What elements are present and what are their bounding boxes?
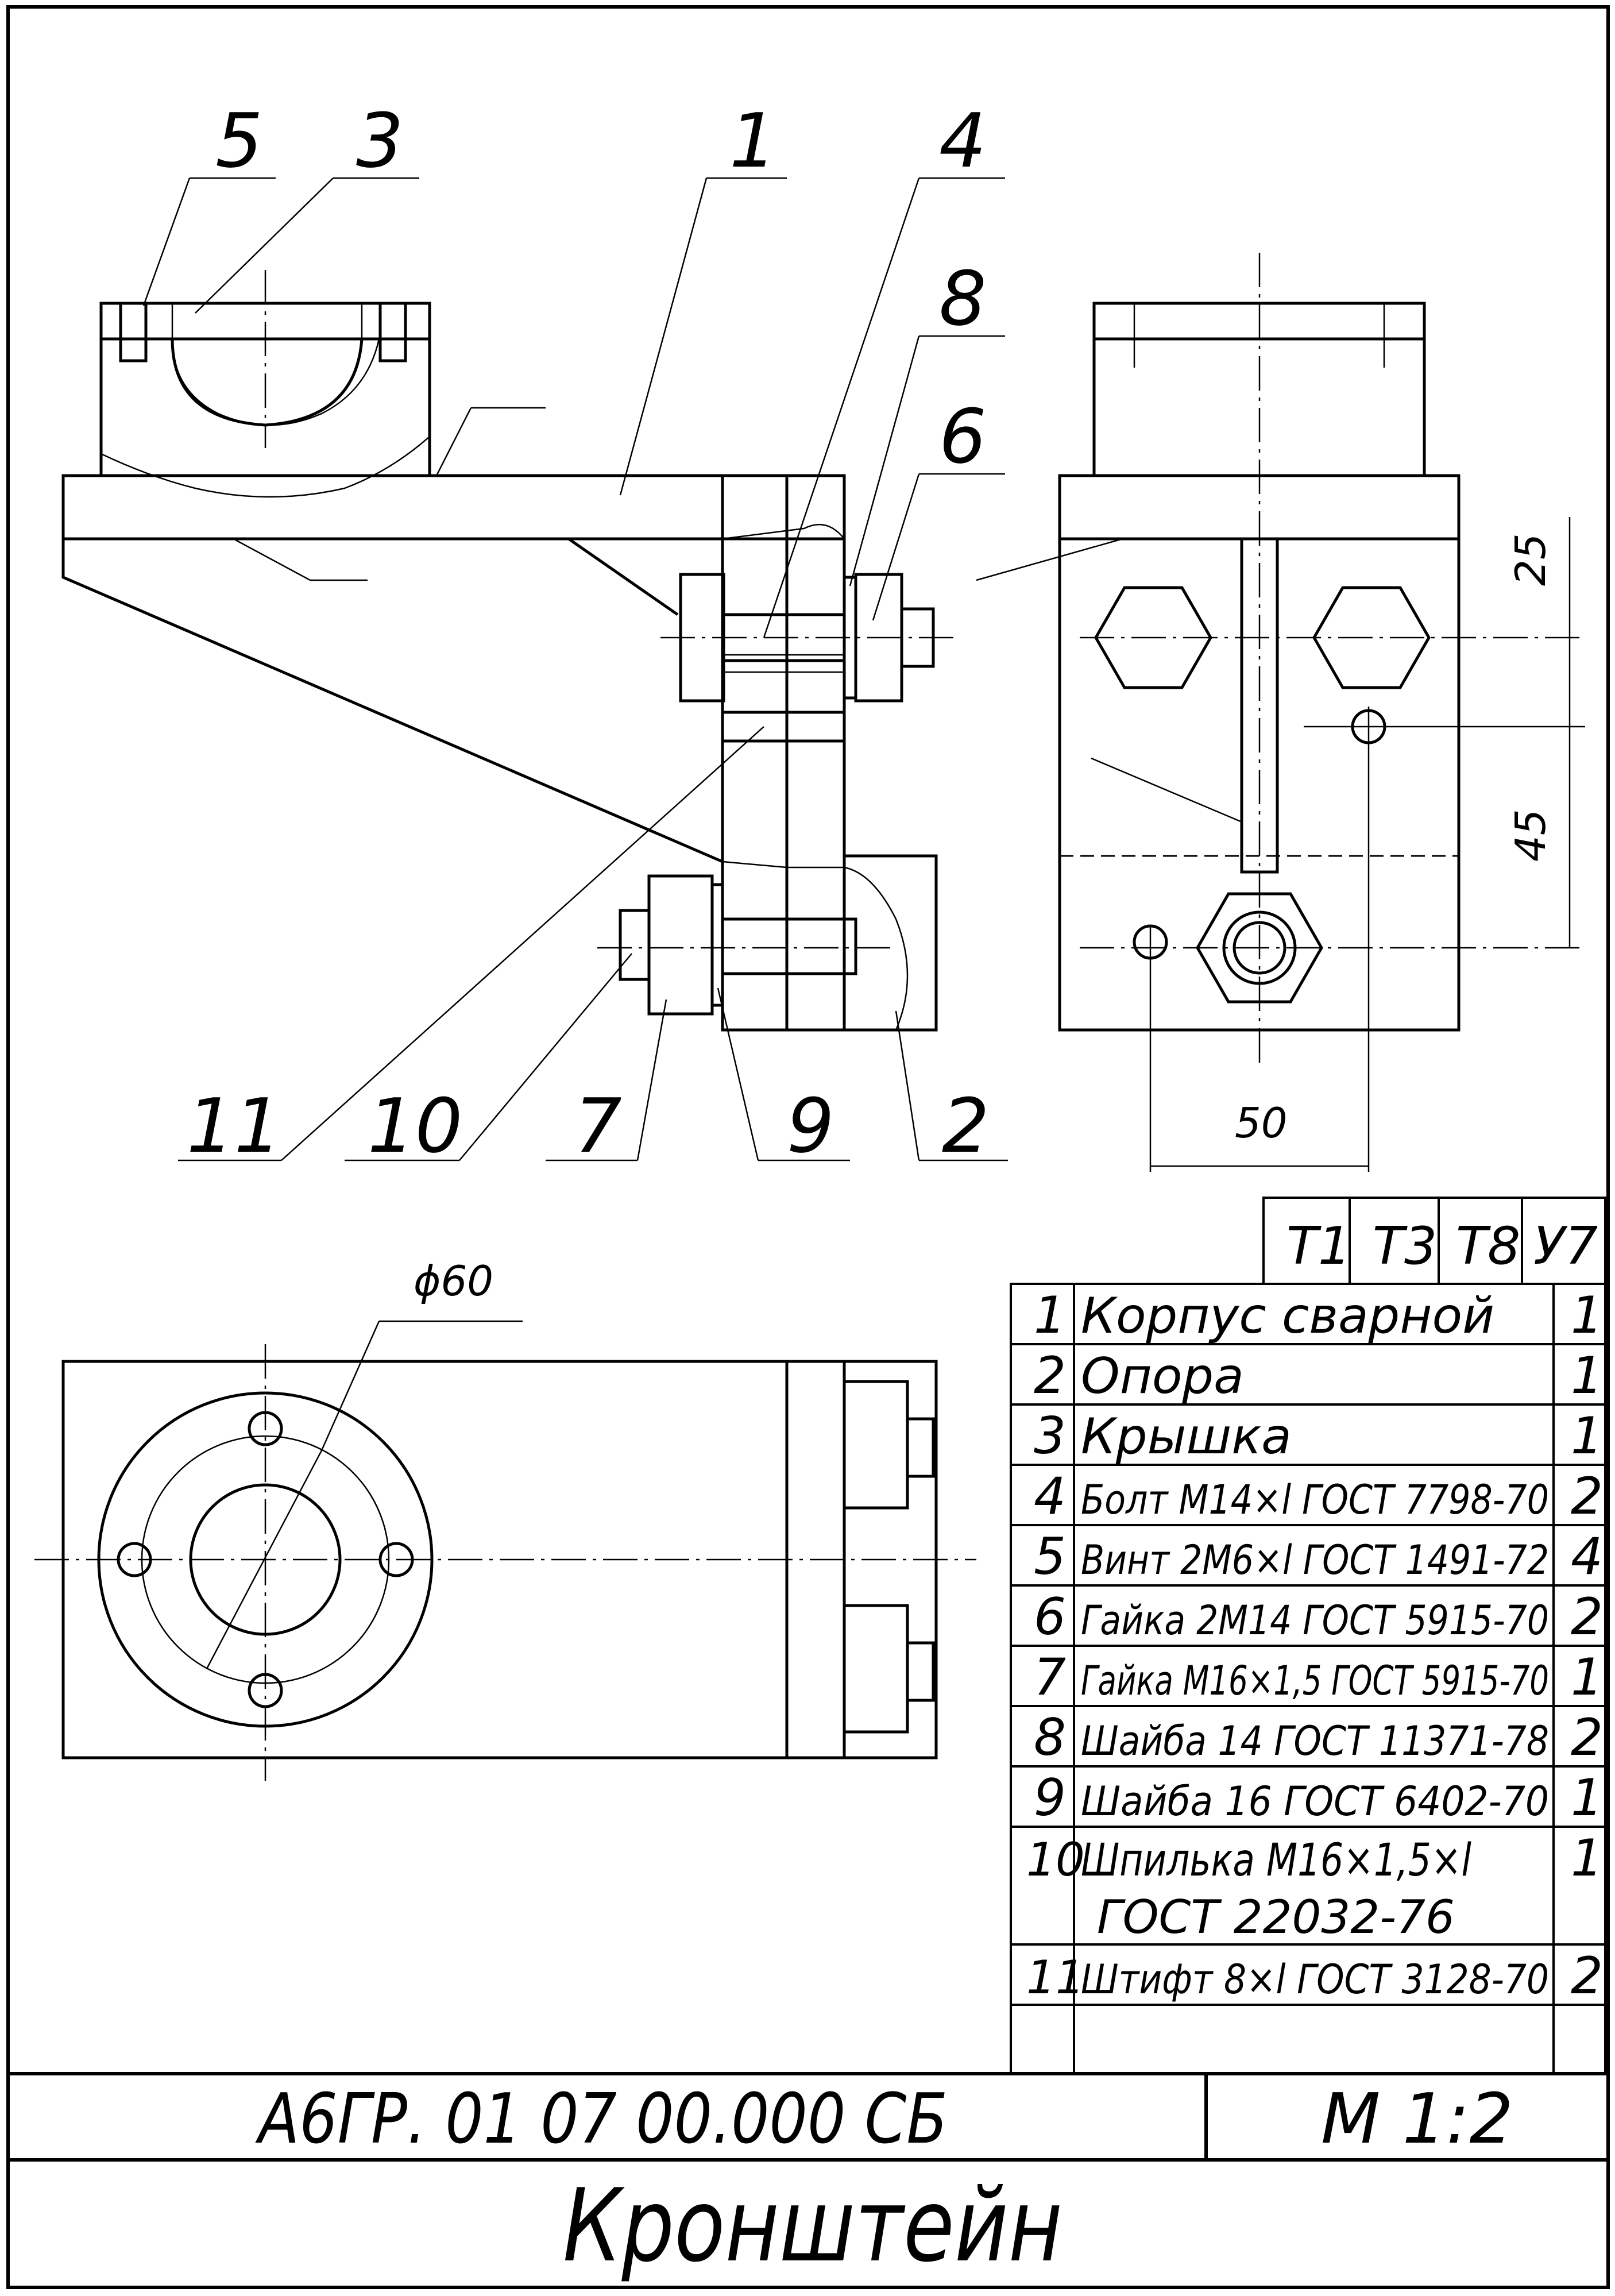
body-wall [721, 474, 846, 1032]
dim-dia60: ϕ60 [414, 1257, 493, 1305]
qty-8: 2 [1571, 1708, 1603, 1767]
pos-3: 3 [1034, 1406, 1066, 1465]
callout-1: 1 [729, 97, 777, 184]
callout-4: 4 [939, 97, 987, 184]
stud-10 [619, 909, 651, 981]
body-plate [61, 474, 846, 541]
sheet-frame [6, 5, 1610, 2289]
name-1: Корпус сварной [1081, 1287, 1494, 1345]
pos-2: 2 [1034, 1346, 1066, 1405]
nut-top-lower [843, 1604, 909, 1734]
parts-row-11: 11 Штифт 8×l ГОСТ 3128-70 2 [1026, 1946, 1603, 2005]
cover-spherical-cavity [171, 338, 364, 427]
spec-header-u7: У7 [1533, 1216, 1598, 1276]
stud-shank [721, 917, 857, 975]
qty-1: 1 [1571, 1286, 1603, 1345]
name-11: Штифт 8×l ГОСТ 3128-70 [1081, 1956, 1549, 2003]
pin-11 [721, 711, 846, 743]
callout-6: 6 [939, 393, 987, 480]
qty-7: 1 [1571, 1647, 1603, 1707]
parts-row-7: 7 Гайка М16×1,5 ГОСТ 5915-70 1 [1034, 1647, 1603, 1707]
name-3: Крышка [1081, 1408, 1292, 1465]
name-10b: ГОСТ 22032-76 [1097, 1890, 1455, 1944]
drawing-designation: А6ГР. 01 07 00.000 СБ [255, 2079, 948, 2159]
nut-hex-side [1196, 892, 1323, 1004]
parts-row-8: 8 Шайба 14 ГОСТ 11371-78 2 [1034, 1708, 1603, 1767]
parts-row-4: 4 Болт М14×l ГОСТ 7798-70 2 [1034, 1467, 1603, 1526]
pos-10: 10 [1026, 1833, 1085, 1886]
qty-10: 1 [1571, 1828, 1603, 1888]
name-10: Шпилька М16×1,5×l [1081, 1835, 1471, 1886]
spec-header-t8: Т8 [1456, 1216, 1520, 1276]
support-hatched-section [721, 860, 909, 1031]
callout-7: 7 [574, 1082, 622, 1170]
name-9: Шайба 16 ГОСТ 6402-70 [1081, 1778, 1549, 1825]
front-view [61, 270, 953, 1032]
pos-6: 6 [1034, 1587, 1066, 1646]
parts-row-5: 5 Винт 2М6×l ГОСТ 1491-72 4 [1034, 1527, 1603, 1586]
callout-labels: 5 3 1 4 8 6 11 10 7 9 2 [187, 97, 990, 1170]
qty-5: 4 [1571, 1527, 1603, 1586]
pos-7: 7 [1034, 1647, 1066, 1707]
dim-50: 50 [1235, 1099, 1288, 1147]
name-6: Гайка 2М14 ГОСТ 5915-70 [1081, 1597, 1549, 1644]
callout-11: 11 [187, 1082, 281, 1170]
callout-leaders [142, 177, 1008, 1161]
pos-8: 8 [1034, 1708, 1066, 1767]
parts-row-3: 3 Крышка 1 [1034, 1406, 1603, 1465]
nut-7 [647, 874, 714, 1016]
callout-9: 9 [787, 1082, 834, 1170]
qty-2: 1 [1571, 1346, 1603, 1405]
parts-row-10-continued: ГОСТ 22032-76 [1097, 1890, 1455, 1944]
drawing-title: Кронштейн [563, 2168, 1062, 2285]
parts-row-2: 2 Опора 1 [1034, 1346, 1603, 1405]
spec-header-t1: Т1 [1286, 1216, 1351, 1276]
parts-row-10: 10 Шпилька М16×1,5×l 1 [1026, 1828, 1603, 1888]
parts-list: 1 Корпус сварной 1 2 Опора 1 3 Крышка 1 … [1010, 1283, 1606, 2075]
name-7: Гайка М16×1,5 ГОСТ 5915-70 [1081, 1657, 1549, 1704]
qty-4: 2 [1571, 1467, 1603, 1526]
qty-3: 1 [1571, 1406, 1603, 1465]
support-part-2 [722, 741, 938, 1032]
qty-11: 2 [1571, 1946, 1603, 2005]
screw-left [119, 302, 148, 362]
spec-header-t3: Т3 [1373, 1216, 1437, 1276]
top-view: ϕ60 [34, 1257, 976, 1781]
pos-5: 5 [1034, 1527, 1066, 1586]
bolt-head-hex-right [1312, 586, 1431, 689]
bolt-top-lower-end [906, 1641, 935, 1702]
parts-row-6: 6 Гайка 2М14 ГОСТ 5915-70 2 [1034, 1587, 1603, 1646]
callout-10: 10 [368, 1082, 462, 1170]
name-4: Болт М14×l ГОСТ 7798-70 [1081, 1476, 1549, 1523]
qty-6: 2 [1571, 1587, 1603, 1646]
bolt-top-upper-end [906, 1417, 935, 1478]
body-rib [61, 539, 723, 863]
screw-right [378, 302, 407, 362]
stud-circle-inner [1232, 921, 1286, 975]
pos-4: 4 [1034, 1467, 1066, 1526]
side-view: 25 45 50 [976, 253, 1585, 1172]
callout-3: 3 [356, 97, 404, 184]
name-8: Шайба 14 ГОСТ 11371-78 [1081, 1718, 1549, 1765]
callout-2: 2 [942, 1082, 990, 1170]
dim-45: 45 [1506, 809, 1555, 862]
parts-row-9: 9 Шайба 16 ГОСТ 6402-70 1 [1034, 1768, 1603, 1827]
qty-9: 1 [1571, 1768, 1603, 1827]
callout-8: 8 [939, 255, 987, 342]
pos-9: 9 [1034, 1768, 1066, 1827]
title-block: А6ГР. 01 07 00.000 СБ М 1:2 Кронштейн [8, 2072, 1608, 2285]
parts-row-1: 1 Корпус сварной 1 [1034, 1286, 1603, 1345]
name-2: Опора [1081, 1348, 1244, 1405]
pos-11: 11 [1026, 1951, 1085, 2004]
name-5: Винт 2М6×l ГОСТ 1491-72 [1081, 1537, 1549, 1584]
dim-25: 25 [1506, 533, 1555, 586]
callout-5: 5 [215, 97, 263, 184]
washer-9 [710, 883, 724, 1007]
spec-header: Т1 Т3 Т8 У7 [1262, 1197, 1606, 1285]
nut-top-upper [843, 1380, 909, 1510]
pos-1: 1 [1034, 1286, 1066, 1345]
drawing-scale: М 1:2 [1321, 2079, 1513, 2159]
